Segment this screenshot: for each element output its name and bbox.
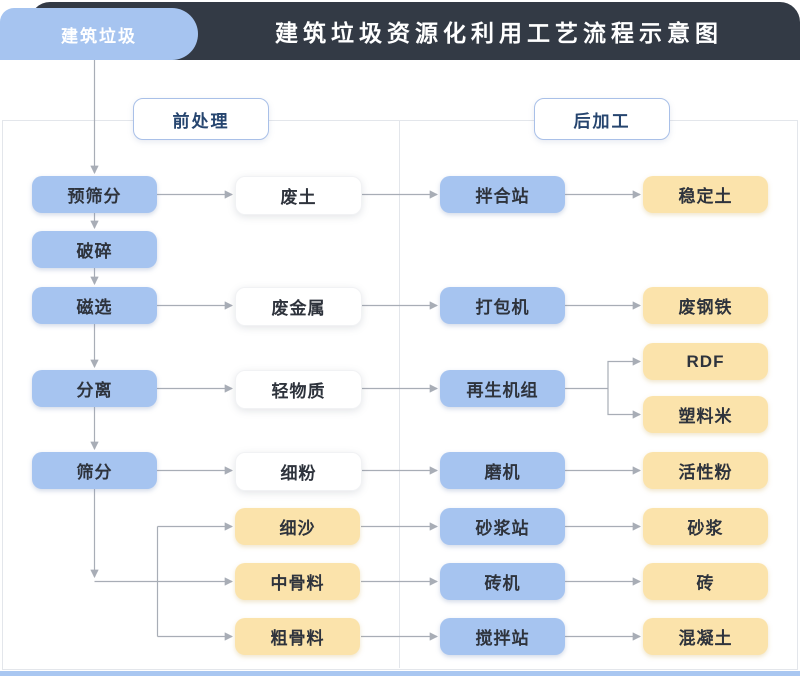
node-light-material: 轻物质 [235,370,362,409]
node-screen: 筛分 [32,452,157,489]
node-plastic-pellet: 塑料米 [643,396,768,433]
node-waste-metal: 废金属 [235,287,362,326]
node-scrap-steel: 废钢铁 [643,287,768,324]
source-tab: 建筑垃圾 [0,8,198,60]
node-magnetic: 磁选 [32,287,157,324]
node-mortar-plant: 砂浆站 [440,508,565,545]
node-mixing-plant: 拌合站 [440,176,565,213]
node-coarse-aggregate: 粗骨料 [235,618,360,655]
node-pre-screen: 预筛分 [32,176,157,213]
node-mill: 磨机 [440,452,565,489]
node-rdf: RDF [643,343,768,380]
node-mortar: 砂浆 [643,508,768,545]
section-header-pretreatment: 前处理 [133,98,269,140]
node-active-powder: 活性粉 [643,452,768,489]
bottom-accent-bar [0,671,800,676]
page-title: 建筑垃圾资源化利用工艺流程示意图 [275,20,723,46]
node-concrete: 混凝土 [643,618,768,655]
node-stabilized-soil: 稳定土 [643,176,768,213]
node-crush: 破碎 [32,231,157,268]
node-brick: 砖 [643,563,768,600]
node-brick-machine: 砖机 [440,563,565,600]
section-divider [399,120,400,668]
section-header-postprocessing: 后加工 [534,98,670,140]
node-fine-powder: 细粉 [235,452,362,491]
node-regen-unit: 再生机组 [440,370,565,407]
node-separate: 分离 [32,370,157,407]
node-waste-soil: 废土 [235,176,362,215]
node-agitator-plant: 搅拌站 [440,618,565,655]
node-baler: 打包机 [440,287,565,324]
node-medium-aggregate: 中骨料 [235,563,360,600]
node-fine-sand: 细沙 [235,508,360,545]
